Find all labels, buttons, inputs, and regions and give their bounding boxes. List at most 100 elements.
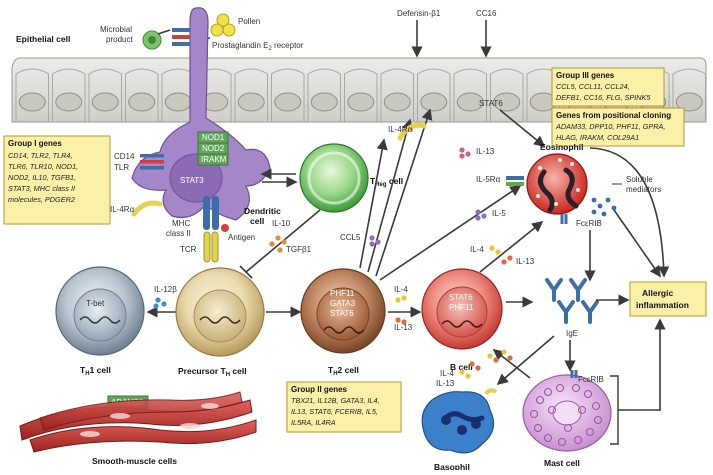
group3-line: CCL5, CCL11, CCL24, bbox=[556, 82, 630, 91]
nod1-label: NOD1 bbox=[202, 133, 225, 142]
epithelial-nucleus bbox=[420, 92, 448, 112]
mast-granule bbox=[535, 395, 545, 405]
ige-label: IgE bbox=[566, 329, 578, 338]
mast-granule bbox=[555, 383, 565, 393]
phf11-b-label: PHF11 bbox=[449, 303, 474, 312]
mhc-tcr-complex bbox=[203, 196, 229, 263]
mast-granule bbox=[533, 423, 543, 433]
allergic-inflammation-box bbox=[629, 281, 707, 317]
mast-granule bbox=[563, 423, 573, 433]
allergic-inflammation-label-1: Allergic bbox=[642, 288, 673, 298]
mast-granule bbox=[547, 405, 557, 415]
il5ra-label: IL-5Rα bbox=[476, 175, 501, 184]
positional-line: ADAM33, DPP10, PHF11, GPRA, bbox=[555, 122, 665, 131]
group1-genes-box: Group I genes CD14, TLR2, TLR4, TLR6, TL… bbox=[3, 135, 111, 225]
pollen-icon bbox=[210, 13, 236, 37]
mast-granule bbox=[557, 437, 567, 447]
mast-granule bbox=[543, 387, 553, 397]
eosinophil-cell bbox=[526, 153, 588, 215]
soluble-mediators-label-2: mediators bbox=[626, 185, 661, 194]
dendritic-cell bbox=[131, 7, 271, 221]
group1-line: CD14, TLR2, TLR4, bbox=[8, 151, 72, 160]
th2-cell bbox=[300, 268, 386, 354]
group1-line: NOD2, IL10, TGFB1, bbox=[8, 173, 76, 182]
microbial-product-label-2: product bbox=[106, 35, 133, 44]
epithelial-nucleus bbox=[18, 92, 46, 112]
group3-genes-box: Group III genes CCL5, CCL11, CCL24, DEFB… bbox=[551, 67, 665, 107]
mast-granule bbox=[571, 383, 581, 393]
ccl5-label: CCL5 bbox=[340, 233, 361, 242]
mhc-label-1: MHC bbox=[172, 219, 190, 228]
positional-title: Genes from positional cloning bbox=[556, 111, 671, 120]
il13-basophil-label: IL-13 bbox=[436, 379, 455, 388]
epithelial-cell bbox=[490, 68, 524, 122]
epithelial-cell bbox=[344, 68, 378, 122]
ccl5-dots bbox=[369, 235, 381, 247]
epithelial-cell bbox=[380, 68, 414, 122]
mast-granule bbox=[591, 401, 601, 411]
basophil-label: Basophil bbox=[434, 462, 470, 470]
th2-cell-label: TH2 cell bbox=[328, 365, 359, 377]
dendritic-cell-label-1: Dendritic bbox=[244, 206, 281, 216]
il4ra-dendritic-label: IL-4Rα bbox=[110, 205, 135, 214]
treg-cell bbox=[299, 143, 369, 213]
group3-title: Group III genes bbox=[556, 71, 615, 80]
epithelial-nucleus bbox=[164, 92, 192, 112]
il4-th2-label: IL-4 bbox=[394, 285, 408, 294]
il5-label: IL-5 bbox=[492, 209, 506, 218]
mast-cell bbox=[522, 374, 612, 452]
irakm-label: IRAKM bbox=[201, 155, 227, 164]
ige-antibody-icon bbox=[545, 278, 563, 302]
stat6-b-label: STAT6 bbox=[449, 293, 473, 302]
eosinophil-label: Eosinophil bbox=[540, 142, 583, 152]
epithelial-cell bbox=[15, 68, 49, 122]
soluble-mediators-dots bbox=[591, 197, 617, 217]
epithelial-cell bbox=[125, 68, 159, 122]
tbet-label: T-bet bbox=[86, 299, 105, 308]
il5ra-receptor-icon bbox=[506, 176, 524, 186]
b-cell bbox=[421, 268, 503, 350]
il13-top-label: IL-13 bbox=[476, 147, 495, 156]
il12b-label: IL-12β bbox=[154, 285, 177, 294]
tcr-label: TCR bbox=[180, 245, 197, 254]
tlr-label: TLR bbox=[114, 163, 129, 172]
gata3-label: GATA3 bbox=[330, 299, 356, 308]
epithelial-nucleus bbox=[274, 92, 302, 112]
th1-cell bbox=[55, 266, 145, 356]
mast-granule bbox=[577, 405, 587, 415]
mast-granule bbox=[543, 433, 553, 443]
il5-dots bbox=[475, 209, 487, 221]
pollen-label: Pollen bbox=[238, 17, 260, 26]
group1-line: molecules, PDGER2 bbox=[8, 195, 75, 204]
stat6-th2-label: STAT6 bbox=[330, 309, 354, 318]
fceri-mast-label: FcεRIB bbox=[578, 375, 604, 384]
group1-title: Group I genes bbox=[8, 139, 62, 148]
nod2-label: NOD2 bbox=[202, 144, 225, 153]
group2-line: IL13, STAT6, FCERIB, IL5, bbox=[291, 407, 378, 416]
il4ra-epithelium-label: IL-4Rα bbox=[388, 125, 413, 134]
ige-antibody-icon bbox=[557, 300, 575, 324]
fceri-eosinophil-icon bbox=[560, 214, 568, 224]
il4-il13-mid-dots bbox=[489, 245, 513, 265]
soluble-mediators-label-1: Soluble bbox=[626, 175, 653, 184]
th1-cell-label: TH1 cell bbox=[80, 365, 111, 377]
group1-line: STAT3, MHC class II bbox=[8, 184, 75, 193]
il4-mid-label: IL-4 bbox=[470, 245, 484, 254]
epithelial-cell bbox=[271, 68, 305, 122]
il4-basophil-label: IL-4 bbox=[440, 369, 454, 378]
il4-il13-basophil-dots bbox=[459, 361, 481, 379]
epithelial-nucleus bbox=[675, 92, 703, 112]
epithelial-nucleus bbox=[383, 92, 411, 112]
defensin-label: Defensin-β1 bbox=[397, 9, 441, 18]
precursor-th-cell bbox=[175, 267, 265, 357]
epithelial-cell bbox=[52, 68, 86, 122]
epithelial-nucleus bbox=[347, 92, 375, 112]
cd14-tlr-receptor-icon bbox=[140, 154, 164, 170]
group1-line: TLR6, TLR10, NOD1, bbox=[8, 162, 78, 171]
epithelial-nucleus bbox=[310, 92, 338, 112]
il13-mid-label: IL-13 bbox=[516, 257, 535, 266]
mast-granule bbox=[573, 435, 583, 445]
phf11-th2-label: PHF11 bbox=[330, 289, 355, 298]
